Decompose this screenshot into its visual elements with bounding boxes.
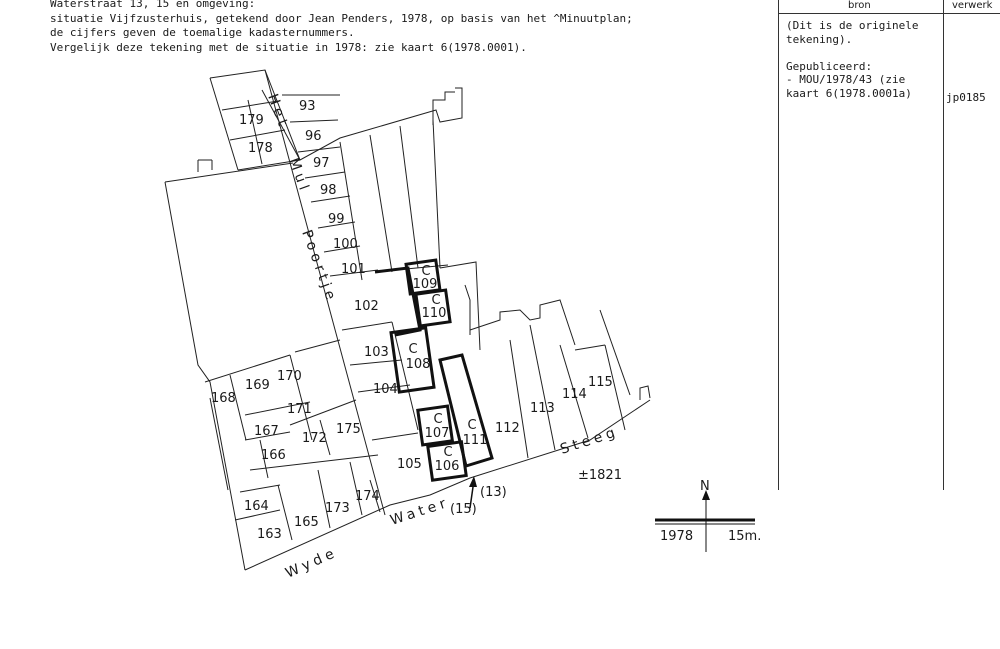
street-name: Wyde <box>283 545 340 582</box>
c-parcel-label: C <box>408 342 417 357</box>
parcel-label: 168 <box>211 391 236 406</box>
parcel-label: 112 <box>495 421 520 436</box>
caption-line-3: de cijfers geven de toemalige kadasternu… <box>50 26 355 39</box>
street-name: Het <box>264 92 292 132</box>
scale-label: 15m. <box>728 529 761 544</box>
legend-year: 1978 <box>660 529 693 544</box>
processing-code: jp0185 <box>946 91 986 104</box>
parcel-label: 105 <box>397 457 422 472</box>
source-panel: bron verwerk (Dit is de originele tekeni… <box>778 0 1000 490</box>
divider <box>778 0 779 490</box>
caption-line-2: situatie Vijfzusterhuis, getekend door J… <box>50 11 633 25</box>
c-parcel-label: C <box>421 264 430 279</box>
street-name: Mul <box>285 156 313 196</box>
parcel-label: 102 <box>354 299 379 314</box>
caption: Waterstraat 13, 15 en omgeving: situatie… <box>50 0 633 55</box>
caption-line-1: Waterstraat 13, 15 en omgeving: <box>50 0 256 10</box>
street-name: Steeg <box>558 424 620 458</box>
parcel-label: 178 <box>248 141 273 156</box>
parcel-label: 179 <box>239 113 264 128</box>
c-parcel-label: 106 <box>435 459 460 474</box>
parcel-label: 115 <box>588 375 613 390</box>
parcel-label: 167 <box>254 424 279 439</box>
street-name: Water <box>388 495 451 529</box>
parcel-label: 103 <box>364 345 389 360</box>
parcel-label: 165 <box>294 515 319 530</box>
parcel-label: 171 <box>287 402 312 417</box>
parcel-label: 175 <box>336 422 361 437</box>
house-number-label: (15) <box>450 502 477 517</box>
divider <box>778 13 1000 14</box>
c-parcel-label: 110 <box>422 306 447 321</box>
source-original: (Dit is de originele tekening). <box>786 19 919 46</box>
parcel-label: 170 <box>277 369 302 384</box>
caption-line-4: Vergelijk deze tekening met de situatie … <box>50 40 527 54</box>
north-label: N <box>700 479 710 494</box>
parcel-label: 99 <box>328 212 345 227</box>
c-parcel-label: C <box>443 445 452 460</box>
house-number-label: (13) <box>480 485 507 500</box>
parcel-label: 164 <box>244 499 269 514</box>
c-parcel-label: C <box>433 412 442 427</box>
parcel-label: 98 <box>320 183 337 198</box>
parcel-label: 96 <box>305 129 322 144</box>
c-parcel-label: 111 <box>463 433 488 448</box>
parcel-label: 173 <box>325 501 350 516</box>
parcel-label: 163 <box>257 527 282 542</box>
source-text: (Dit is de originele tekening). Gepublic… <box>786 19 936 100</box>
parcel-label: 172 <box>302 431 327 446</box>
parcel-label: 114 <box>562 387 587 402</box>
parcel-label: 113 <box>530 401 555 416</box>
entrance-arrow-icon <box>469 476 477 509</box>
c-parcel-label: C <box>467 418 476 433</box>
column-header-verwerk: verwerk <box>952 0 993 11</box>
scale-bar <box>655 518 755 525</box>
c-parcel-label: C <box>431 293 440 308</box>
parcel-label: 166 <box>261 448 286 463</box>
c-parcel-label: 108 <box>406 357 431 372</box>
column-header-bron: bron <box>848 0 871 11</box>
parcel-label: 169 <box>245 378 270 393</box>
c-parcel-label: 107 <box>425 426 450 441</box>
divider <box>943 0 944 490</box>
parcel-label: 100 <box>333 237 358 252</box>
parcel-label: 104 <box>373 382 398 397</box>
parcel-label: 93 <box>299 99 316 114</box>
parcel-label: 101 <box>341 262 366 277</box>
parcel-label: 97 <box>313 156 330 171</box>
parcel-label: 174 <box>355 489 380 504</box>
c-parcel-label: 109 <box>413 277 438 292</box>
north-arrow-icon <box>702 490 710 552</box>
year-circa: ±1821 <box>578 468 622 483</box>
source-published: Gepubliceerd: - MOU/1978/43 (zie kaart 6… <box>786 59 912 100</box>
